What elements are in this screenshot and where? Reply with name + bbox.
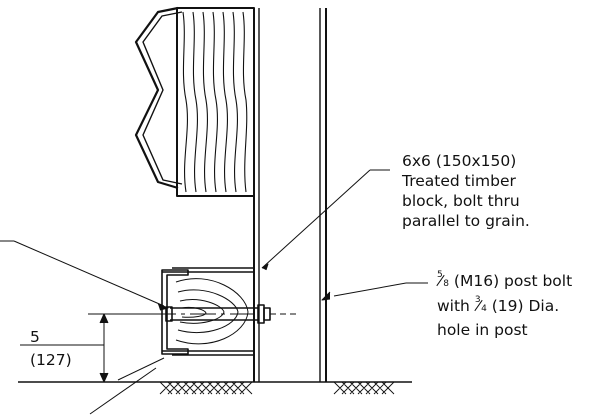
timber-blockout: [176, 7, 255, 197]
w-beam-rail: [134, 6, 179, 190]
height-dimension: [20, 313, 150, 383]
height-dim-metric: (127): [30, 351, 72, 369]
lower-timber-block: [161, 267, 254, 356]
wood-grain: [182, 11, 248, 193]
block-label-line4: parallel to grain.: [402, 212, 530, 230]
block-label-line2: Treated timber: [402, 172, 516, 190]
leader-lines: [0, 169, 428, 415]
steel-post: [253, 8, 327, 382]
ground-hatch: [159, 381, 395, 395]
bolt-label-line3: hole in post: [437, 321, 528, 339]
post-bolt: [150, 304, 300, 324]
height-dim-value: 5: [30, 328, 40, 346]
block-label-line1: 6x6 (150x150): [402, 152, 517, 170]
block-label-line3: block, bolt thru: [402, 192, 520, 210]
